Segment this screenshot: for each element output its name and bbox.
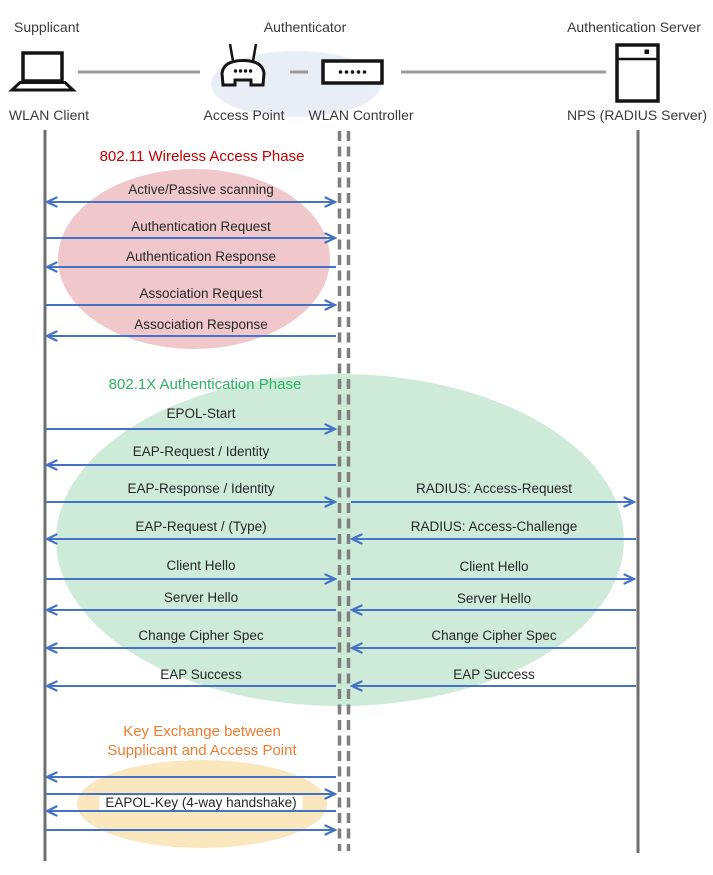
laptop-icon [8, 51, 77, 92]
message-label-eapol-key: EAPOL-Key (4-way handshake) [99, 796, 303, 810]
role-authentication-server: Authentication Server [567, 19, 701, 35]
access-point-icon [220, 43, 266, 87]
phase-title-key-exchange-line1: Key Exchange between [123, 723, 281, 740]
message-label: EAP-Response / Identity [127, 481, 275, 496]
message-label: Active/Passive scanning [128, 182, 274, 197]
message-label: Authentication Request [131, 219, 271, 234]
message-label: EAP-Request / (Type) [135, 519, 267, 534]
phase-title-key-exchange-line2: Supplicant and Access Point [107, 742, 297, 759]
message-label: Authentication Response [125, 249, 277, 264]
message-label: EAP Success [160, 667, 242, 682]
controller-lifeline-dashed [337, 131, 351, 851]
message-label: EPOL-Start [166, 406, 236, 421]
node-label-radius-server: NPS (RADIUS Server) [566, 107, 708, 123]
message-label: RADIUS: Access-Challenge [410, 519, 578, 534]
server-icon [615, 43, 660, 103]
role-authenticator: Authenticator [263, 19, 347, 35]
message-label: EAP Success [453, 667, 535, 682]
message-label: Server Hello [163, 590, 239, 605]
message-label: Association Response [134, 317, 268, 332]
node-label-wlan-controller: WLAN Controller [308, 107, 414, 123]
right-lane-arrows [351, 502, 636, 686]
role-supplicant: Supplicant [14, 19, 80, 35]
phase-title-wireless-access: 802.11 Wireless Access Phase [99, 148, 305, 165]
message-label: Change Cipher Spec [431, 628, 557, 643]
phase-title-authentication: 802.1X Authentication Phase [108, 376, 302, 393]
node-label-wlan-client: WLAN Client [8, 107, 90, 123]
node-label-access-point: Access Point [203, 107, 285, 123]
message-label: RADIUS: Access-Request [415, 481, 573, 496]
message-label: Server Hello [456, 591, 532, 606]
left-lane-arrows [46, 202, 336, 830]
message-label: Association Request [139, 286, 263, 301]
wlan-controller-icon [321, 59, 384, 85]
message-label: Change Cipher Spec [138, 628, 264, 643]
message-label: Client Hello [166, 558, 236, 573]
message-label: EAP-Request / Identity [132, 444, 270, 459]
message-label: Client Hello [459, 559, 529, 574]
